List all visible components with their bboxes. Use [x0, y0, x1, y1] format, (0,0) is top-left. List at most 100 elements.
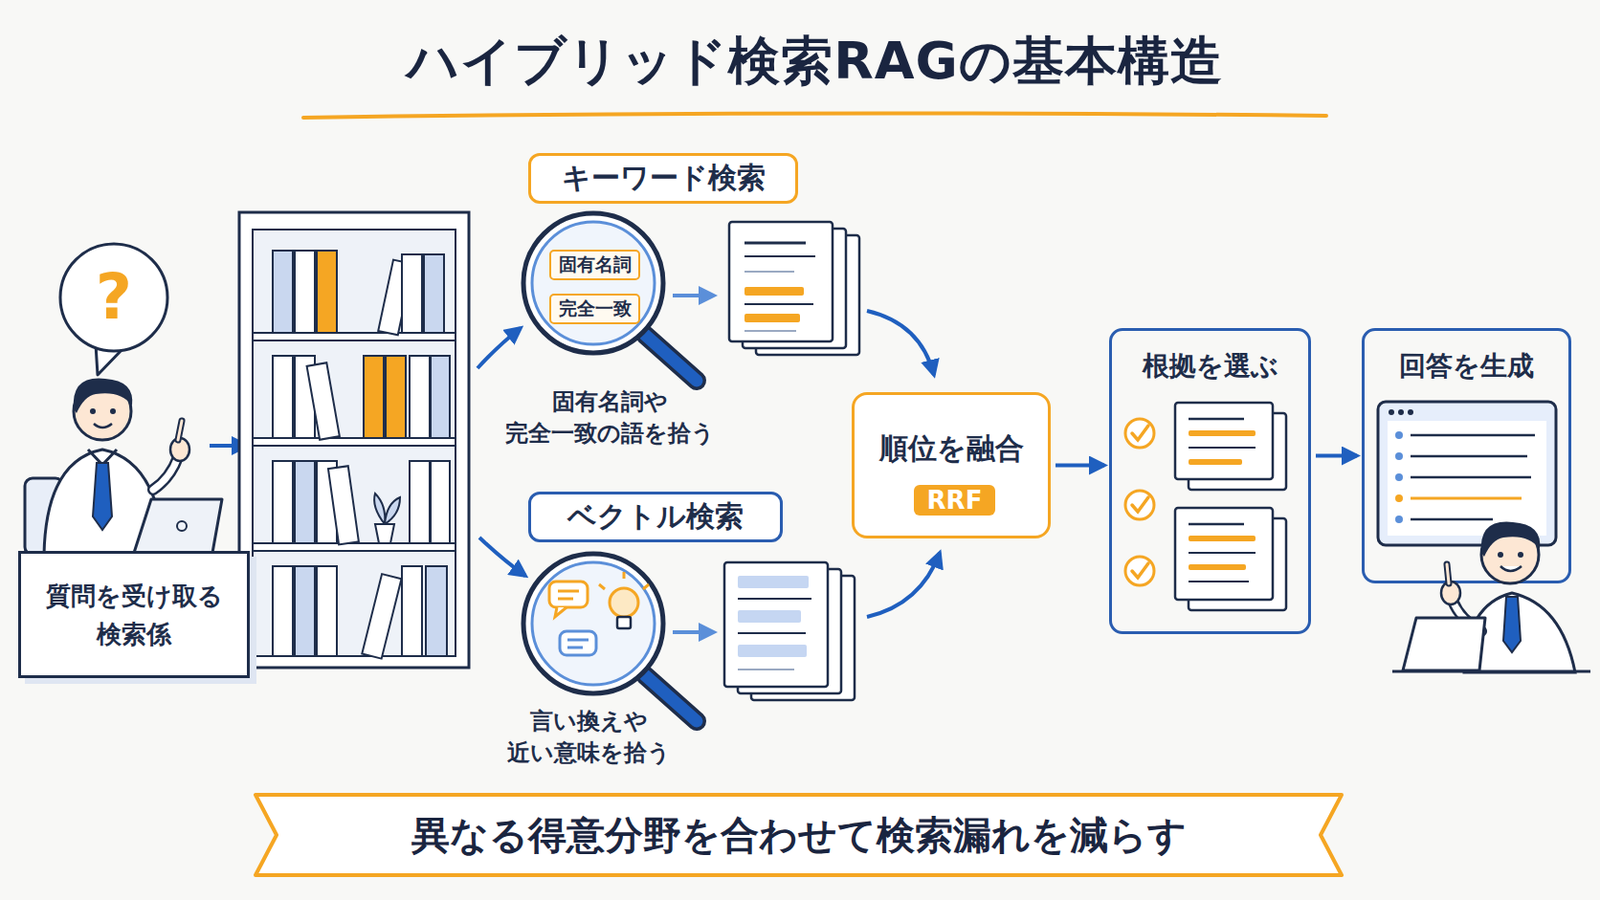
document-stack-vector [724, 562, 855, 701]
chair [24, 478, 64, 556]
binder [430, 461, 450, 544]
method-title: ベクトル検索 [567, 497, 744, 537]
method-label-box: ベクトル検索 [528, 491, 783, 543]
speech-icon-line [557, 598, 574, 601]
highlight-bar [737, 576, 809, 589]
sleeve [1452, 600, 1482, 632]
text-line [737, 668, 795, 671]
finger [1446, 564, 1449, 584]
speech-icon-tail [555, 607, 567, 618]
text-line [744, 255, 816, 258]
finger [1446, 564, 1449, 584]
document-page [742, 228, 846, 349]
finger [177, 421, 182, 441]
text-line [744, 330, 797, 333]
smile [93, 423, 112, 428]
keyword-tag: 固有名詞 [549, 249, 641, 281]
flow-arrow [479, 537, 526, 577]
text-line [1188, 580, 1249, 583]
flow-arrow [672, 293, 714, 298]
highlight-bar [1188, 430, 1256, 437]
window-dot [1388, 409, 1395, 416]
description-label: 固有名詞や 完全一致の語を拾う [489, 386, 730, 450]
finger [177, 421, 182, 441]
highlight-bar [1188, 535, 1256, 542]
tag-text: 固有名詞 [558, 252, 632, 278]
magnifier-vector [523, 554, 697, 722]
laptop-logo [177, 521, 187, 532]
head [1481, 526, 1539, 584]
shelf-board [252, 543, 456, 552]
speech-icon [549, 581, 588, 608]
shirt [44, 449, 165, 556]
magnifier-rim [523, 554, 664, 694]
step-title: 根拠を選ぶ [1111, 348, 1309, 385]
binder [425, 566, 447, 657]
description-label: 言い換えや 近い意味を拾う [468, 706, 709, 770]
binder [328, 466, 359, 545]
bulb-ray [599, 584, 605, 590]
eye [89, 408, 96, 415]
flow-connector [1055, 464, 1105, 468]
role-text: 質問を受け取る 検索係 [28, 577, 240, 654]
screen-body [1387, 421, 1547, 536]
evidence-illustration [1125, 402, 1287, 611]
badge-text: RRF [927, 486, 983, 515]
highlight-bar [737, 644, 807, 658]
document-page [1188, 518, 1287, 611]
binder [385, 355, 406, 439]
binder [361, 574, 401, 660]
text-line [744, 242, 806, 245]
binder [377, 260, 413, 336]
text-line [1410, 518, 1493, 522]
shelf-board [252, 438, 456, 446]
binder [401, 254, 423, 334]
binder [316, 566, 337, 657]
binder [272, 250, 293, 334]
shelf-board [252, 333, 456, 341]
binder [430, 355, 450, 439]
laptop [133, 499, 223, 554]
eye [1497, 552, 1504, 558]
magnifier-handle [644, 675, 697, 722]
arm [1452, 600, 1482, 632]
binder [294, 250, 315, 334]
text-line [737, 598, 812, 600]
flow-arrow [866, 311, 934, 376]
document-page [737, 569, 842, 694]
diagram-caption: 異なる得意分野を合わせて検索漏れを減らす [255, 810, 1342, 861]
highlight-bar [744, 313, 800, 323]
person-answering [1392, 522, 1591, 673]
window-dot [1407, 409, 1414, 416]
binder [316, 250, 337, 334]
text-line [1188, 446, 1256, 449]
check-mark [1132, 497, 1149, 512]
speech-icon-line [567, 646, 583, 650]
highlight-line [1410, 497, 1522, 501]
check-mark [1132, 425, 1149, 441]
answer-screen [1377, 401, 1556, 546]
screen-frame [1377, 401, 1556, 546]
plant-leaves [374, 493, 400, 525]
magnifier-handle [644, 675, 697, 722]
tag-text: 完全一致 [558, 296, 632, 322]
highlight-bar [1188, 564, 1246, 571]
step-panel: 回答を生成 [1361, 328, 1572, 584]
document-page [751, 576, 855, 701]
bullet-dot [1395, 515, 1403, 524]
magnifier-lens [532, 222, 655, 345]
magnifier-handle [644, 334, 697, 381]
bullet-dot [1395, 473, 1403, 482]
bulb-base [617, 617, 631, 629]
speech-icon [559, 631, 597, 656]
text-line [1188, 523, 1245, 527]
text-line [1410, 476, 1532, 480]
text-line [744, 270, 795, 273]
smile [1500, 566, 1522, 572]
hand [1441, 581, 1461, 605]
binder [272, 566, 293, 657]
hair [73, 378, 133, 414]
method-title: キーワード検索 [561, 158, 766, 199]
